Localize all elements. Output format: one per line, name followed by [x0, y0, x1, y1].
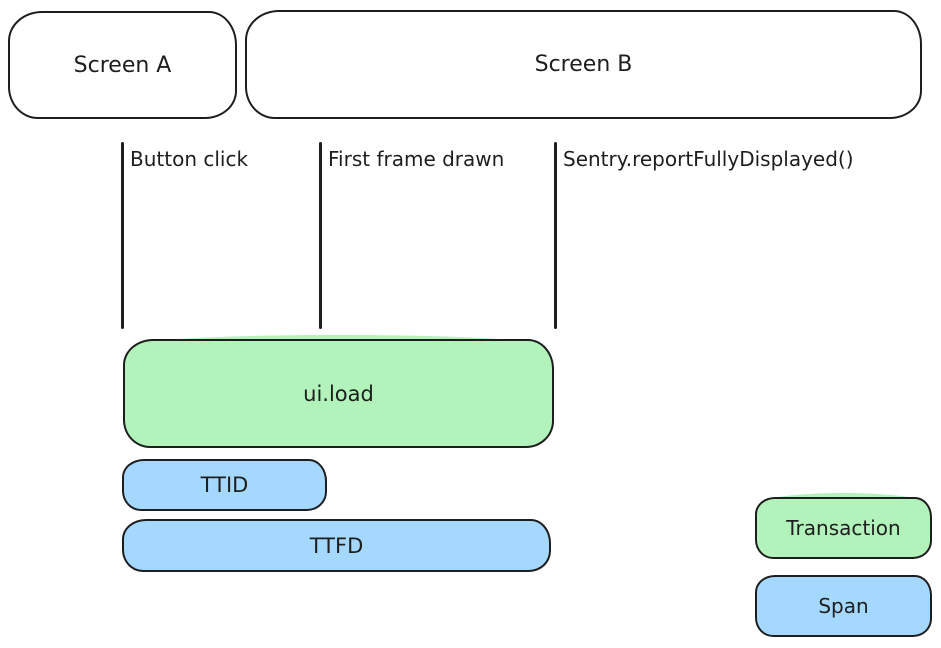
marker-line: [319, 142, 322, 329]
marker-label: First frame drawn: [328, 147, 505, 171]
screen-b-label: Screen B: [534, 52, 633, 77]
marker-line: [121, 142, 124, 329]
span-bar-label: TTID: [200, 473, 249, 497]
screen-a-box: Screen A: [8, 11, 237, 119]
marker-line: [554, 142, 557, 329]
screen-b-box: Screen B: [245, 10, 922, 119]
marker-label: Sentry.reportFullyDisplayed(): [563, 147, 854, 171]
span-bar-ttfd: TTFD: [122, 519, 551, 572]
span-bar-label: TTFD: [309, 533, 364, 558]
legend-span: Span: [755, 575, 932, 637]
legend-transaction-label: Transaction: [786, 516, 901, 540]
transaction-bar-label: ui.load: [303, 381, 374, 406]
marker-button-click: Button click: [121, 142, 248, 329]
transaction-bar-ui-load: ui.load: [123, 335, 554, 448]
span-bar-ttid: TTID: [122, 459, 327, 511]
marker-label: Button click: [130, 147, 249, 171]
legend-transaction: Transaction: [755, 493, 932, 559]
marker-report-fully-displayed: Sentry.reportFullyDisplayed(): [554, 142, 854, 329]
screen-a-label: Screen A: [73, 52, 172, 78]
marker-first-frame-drawn: First frame drawn: [319, 142, 504, 329]
legend-span-label: Span: [818, 594, 869, 618]
